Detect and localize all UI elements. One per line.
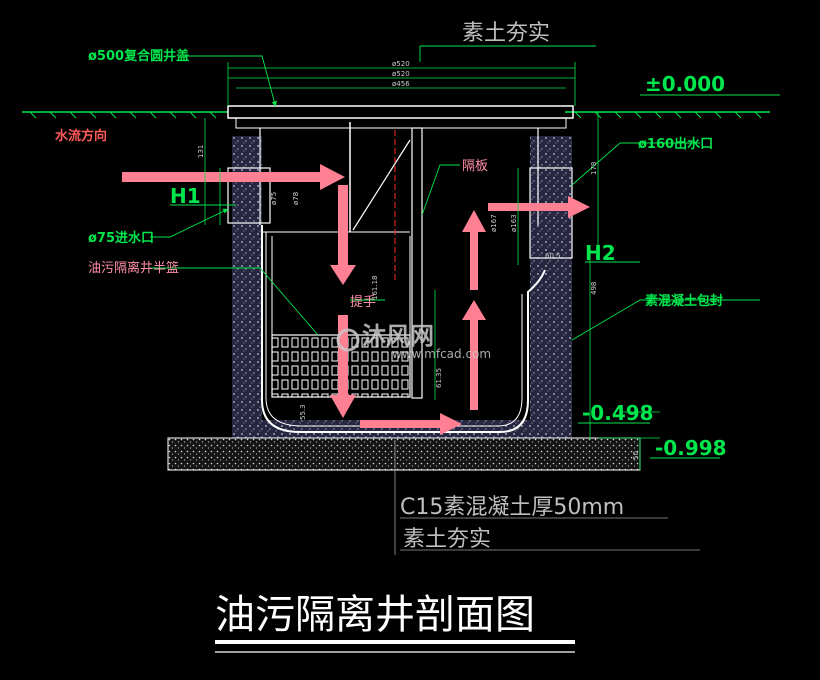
dim-v11: 61.35 xyxy=(435,368,443,388)
h1-label: H1 xyxy=(170,184,201,208)
handle-label: 提手 xyxy=(350,294,376,310)
partition-plate xyxy=(349,122,423,399)
flow-arrows xyxy=(122,164,590,435)
site-watermark: 沐风网 www.mfcad.com xyxy=(336,322,491,361)
top-backfill-label: 素土夯实 xyxy=(462,21,550,46)
svg-text:www.mfcad.com: www.mfcad.com xyxy=(392,347,491,361)
inlet-label: ø75进水口 xyxy=(88,230,154,246)
leader-lines xyxy=(150,45,780,459)
h-markers xyxy=(170,204,640,263)
concrete-encasement xyxy=(232,136,572,438)
dim-v12: 50 xyxy=(632,451,640,460)
dim-v6: 60.5 xyxy=(545,252,561,260)
h2-label: H2 xyxy=(585,241,616,265)
dim-v3: ø78 xyxy=(292,192,300,205)
basket-label: 油污隔离井半篮 xyxy=(88,260,179,276)
dim-d1: ø520 xyxy=(392,60,410,68)
dim-v2: ø75 xyxy=(270,192,278,205)
dim-v7: 178 xyxy=(590,162,598,175)
elev-mid-label: -0.498 xyxy=(582,401,654,425)
outlet-label: ø160出水口 xyxy=(638,136,713,152)
dim-v5: ø163 xyxy=(510,214,518,232)
dim-v1: 131 xyxy=(197,145,205,158)
annotation-rules xyxy=(394,440,700,555)
dim-d3: ø456 xyxy=(392,80,410,88)
flow-direction-label: 水流方向 xyxy=(55,128,107,144)
dim-v4: ø167 xyxy=(490,214,498,232)
dim-v10: 55.3 xyxy=(299,404,307,420)
ground-surface xyxy=(22,111,770,119)
dim-v8: 498 xyxy=(590,282,598,295)
base-layer xyxy=(167,437,641,471)
bottom-backfill-label: 素土夯实 xyxy=(403,527,491,552)
encasement-label: 素混凝土包封 xyxy=(645,293,723,309)
dimension-lines xyxy=(204,62,660,470)
drawing-title: 油污隔离井剖面图 xyxy=(215,592,535,638)
base-layer-label: C15素混凝土厚50mm xyxy=(400,495,624,520)
elev-top-label: ±0.000 xyxy=(645,72,725,96)
partition-label: 隔板 xyxy=(462,159,488,174)
svg-text:沐风网: 沐风网 xyxy=(362,322,434,350)
well-body xyxy=(227,105,574,433)
dim-d2: ø520 xyxy=(392,70,410,78)
dim-v9: 161.18 xyxy=(371,276,379,301)
elev-bottom-label: -0.998 xyxy=(655,436,727,460)
cover-label: ø500复合圆井盖 xyxy=(88,48,189,64)
watermark-logo-icon xyxy=(336,328,360,352)
